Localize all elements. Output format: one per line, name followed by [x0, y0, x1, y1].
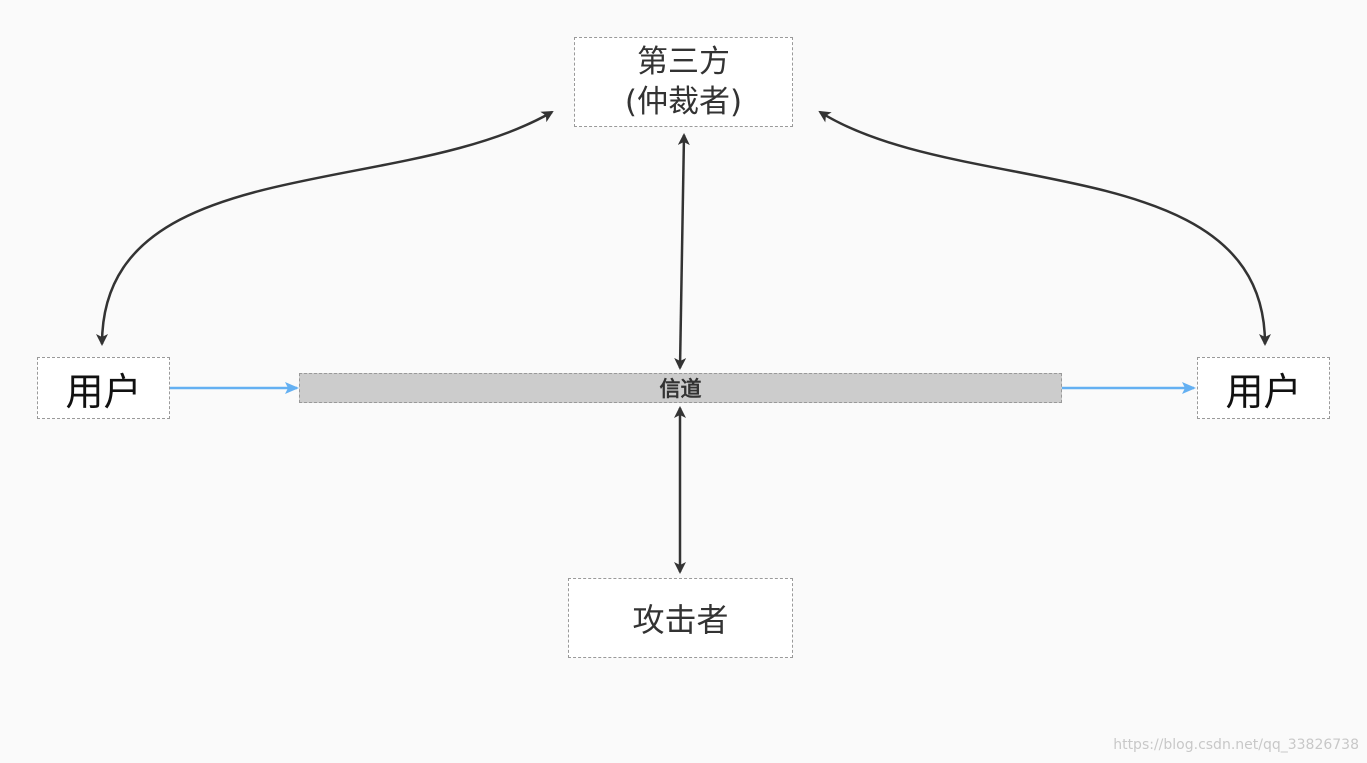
channel-node: 信道 — [299, 373, 1062, 403]
edge-third-party-channel — [674, 133, 690, 370]
third-party-label: 第三方 — [637, 44, 730, 80]
third-party-sublabel: (仲裁者) — [624, 84, 743, 120]
third-party-node: 第三方 (仲裁者) — [574, 37, 793, 127]
user-right-node: 用户 — [1197, 357, 1330, 419]
attacker-node: 攻击者 — [568, 578, 793, 658]
user-left-label: 用户 — [65, 369, 142, 414]
edge-user-right-third-party — [818, 110, 1271, 346]
user-left-node: 用户 — [37, 357, 170, 419]
watermark-text: https://blog.csdn.net/qq_33826738 — [1113, 737, 1359, 753]
attacker-label: 攻击者 — [632, 601, 729, 639]
user-right-label: 用户 — [1225, 369, 1302, 414]
edge-user-left-third-party — [96, 110, 554, 346]
channel-label: 信道 — [659, 377, 702, 401]
